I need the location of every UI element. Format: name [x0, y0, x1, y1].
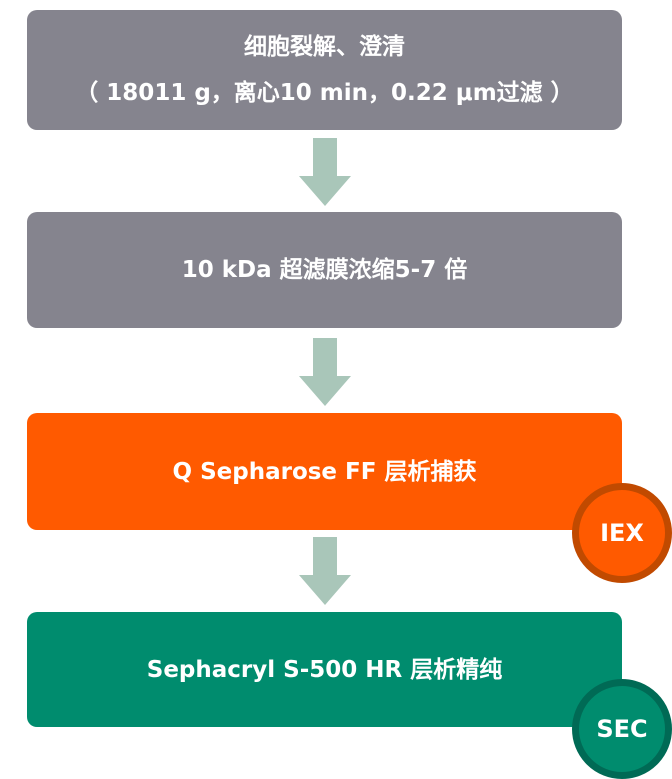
step-conditions: （ 18011 g，离心10 min，0.22 μm过滤 ）	[75, 80, 574, 106]
sec-badge: SEC	[572, 679, 672, 779]
step-title: 细胞裂解、澄清	[244, 34, 405, 60]
arrow-down-icon	[299, 138, 351, 206]
arrow-down-icon	[299, 537, 351, 605]
step-sephacryl-polishing: Sephacryl S-500 HR 层析精纯	[27, 612, 622, 727]
step-lysis-clarification: 细胞裂解、澄清 （ 18011 g，离心10 min，0.22 μm过滤 ）	[27, 10, 622, 130]
step-title: 10 kDa 超滤膜浓缩5-7 倍	[181, 257, 468, 283]
step-q-sepharose-capture: Q Sepharose FF 层析捕获	[27, 413, 622, 530]
arrow-down-icon	[299, 338, 351, 406]
step-title: Sephacryl S-500 HR 层析精纯	[146, 656, 503, 683]
step-title: Q Sepharose FF 层析捕获	[172, 458, 477, 485]
step-ultrafiltration: 10 kDa 超滤膜浓缩5-7 倍	[27, 212, 622, 328]
iex-badge: IEX	[572, 483, 672, 583]
